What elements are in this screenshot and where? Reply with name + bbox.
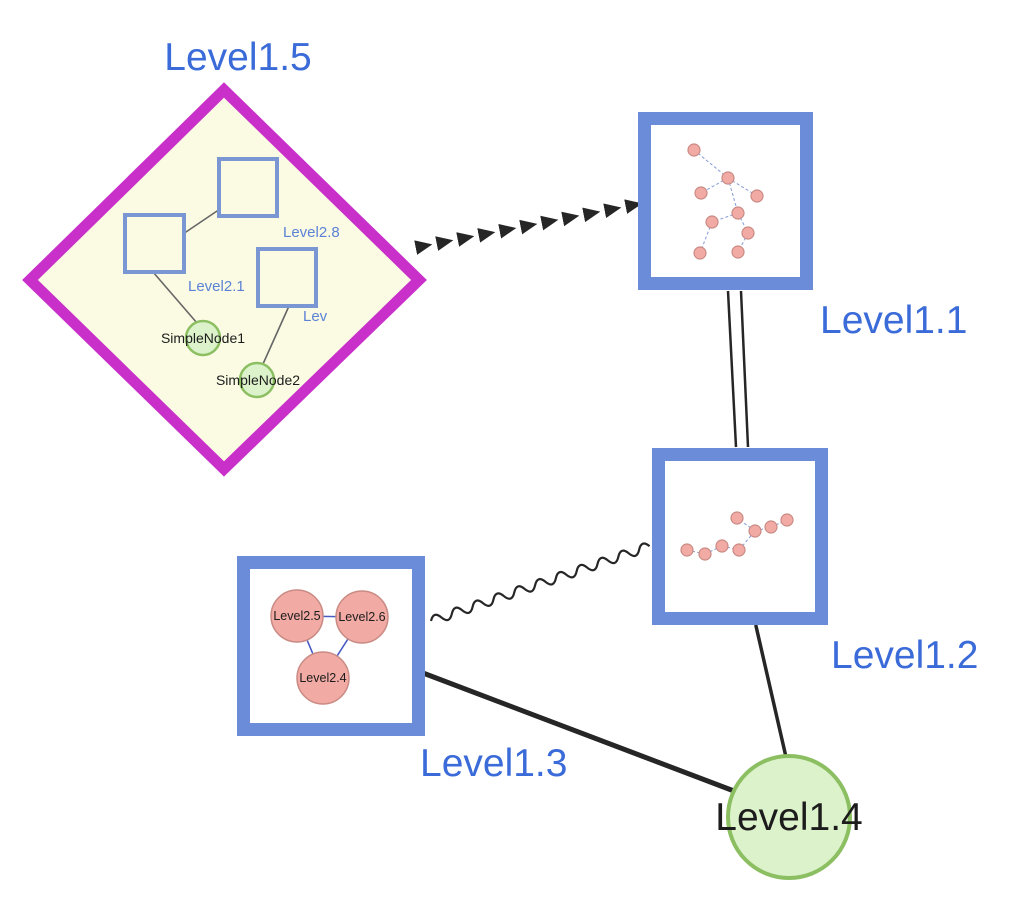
node-simplenode1[interactable] bbox=[184, 319, 222, 357]
diamond-shape[interactable] bbox=[22, 82, 427, 477]
edge-level13-level12-wavy[interactable] bbox=[429, 542, 651, 625]
double-line-left bbox=[726, 290, 738, 448]
node-level2-trunc-label: Lev bbox=[303, 308, 328, 325]
node-level2-6[interactable] bbox=[335, 590, 389, 644]
edge-level15-level11-arrow[interactable] bbox=[414, 199, 643, 255]
mini-node[interactable] bbox=[680, 543, 694, 557]
edge-level13-level14[interactable] bbox=[420, 670, 737, 794]
mini-node[interactable] bbox=[732, 543, 746, 557]
node-level2-5[interactable] bbox=[270, 589, 324, 643]
group-node-level1-2[interactable] bbox=[652, 448, 828, 625]
group-box-level1-2[interactable] bbox=[652, 448, 828, 625]
node-level2-1-label: Level2.1 bbox=[188, 278, 245, 295]
mini-node[interactable] bbox=[780, 513, 794, 527]
node-simplenode2-label: SimpleNode2 bbox=[216, 372, 300, 388]
group-level1-2-label: Level1.2 bbox=[831, 634, 978, 677]
edge-level21-simplenode1[interactable] bbox=[152, 271, 198, 324]
edge-level21-level28[interactable] bbox=[182, 208, 221, 235]
node-level2-4-label: Level2.4 bbox=[299, 671, 346, 685]
node-simplenode2[interactable] bbox=[238, 361, 276, 399]
group-level1-3-label: Level1.3 bbox=[420, 742, 567, 785]
mini-node[interactable] bbox=[693, 246, 707, 260]
mini-node[interactable] bbox=[721, 171, 735, 185]
edge-level11-level12-double[interactable] bbox=[726, 290, 750, 448]
group-level1-1-label: Level1.1 bbox=[820, 299, 967, 342]
mini-edge[interactable] bbox=[738, 530, 756, 551]
group-node-level1-5[interactable]: Level2.8 Level2.1 Lev SimpleNode1 Simple… bbox=[22, 82, 427, 477]
group-level1-5-label: Level1.5 bbox=[164, 36, 311, 79]
mini-node[interactable] bbox=[731, 245, 745, 259]
edge-level12-level14[interactable] bbox=[754, 624, 788, 759]
mini-node[interactable] bbox=[748, 524, 762, 538]
group-node-level1-1[interactable] bbox=[638, 112, 813, 290]
node-level2-6-label: Level2.6 bbox=[338, 610, 385, 624]
mini-node[interactable] bbox=[741, 226, 755, 240]
mini-edge[interactable] bbox=[693, 149, 729, 179]
node-level1-4-label: Level1.4 bbox=[715, 796, 862, 839]
node-level2-trunc[interactable] bbox=[256, 247, 318, 308]
node-level2-1[interactable] bbox=[123, 213, 186, 274]
node-level2-5-label: Level2.5 bbox=[273, 609, 320, 623]
group-box-level1-3[interactable] bbox=[237, 556, 425, 736]
node-level2-8[interactable] bbox=[217, 157, 279, 218]
double-line-right bbox=[739, 290, 750, 448]
node-level1-4-circle[interactable] bbox=[726, 754, 852, 880]
mini-node[interactable] bbox=[764, 520, 778, 534]
mini-node[interactable] bbox=[705, 215, 719, 229]
node-simplenode1-label: SimpleNode1 bbox=[161, 330, 245, 346]
edge-lev-simplenode2[interactable] bbox=[262, 305, 290, 365]
mini-node[interactable] bbox=[698, 547, 712, 561]
node-level1-4[interactable]: Level1.4 bbox=[715, 754, 863, 880]
mini-graph-level1-1 bbox=[687, 143, 764, 260]
node-level2-4[interactable] bbox=[296, 651, 350, 705]
mini-node[interactable] bbox=[730, 511, 744, 525]
mini-node[interactable] bbox=[715, 539, 729, 553]
mini-node[interactable] bbox=[687, 143, 701, 157]
mini-node[interactable] bbox=[731, 206, 745, 220]
mini-node[interactable] bbox=[694, 186, 708, 200]
group-box-level1-1[interactable] bbox=[638, 112, 813, 290]
group-node-level1-3[interactable]: Level2.5 Level2.6 Level2.4 bbox=[237, 556, 425, 736]
mini-node[interactable] bbox=[750, 189, 764, 203]
mini-edge[interactable] bbox=[737, 212, 749, 234]
mini-graph-level1-2 bbox=[680, 511, 794, 561]
node-level2-8-label: Level2.8 bbox=[283, 224, 340, 241]
